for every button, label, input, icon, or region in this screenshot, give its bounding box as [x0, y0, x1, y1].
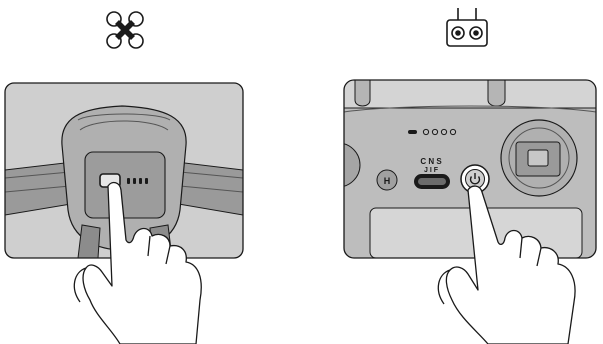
left-hand-pressing	[73, 181, 202, 344]
return-to-home-button[interactable]: H	[376, 169, 398, 191]
controller-battery-leds	[408, 128, 457, 136]
remote-controller-panel: C N S J I F H	[343, 79, 597, 259]
flight-mode-switch[interactable]	[414, 174, 450, 189]
aircraft-battery-leds	[127, 178, 148, 184]
svg-text:H: H	[384, 176, 391, 186]
power-symbol-icon	[469, 176, 481, 185]
right-hand-pressing	[437, 185, 576, 344]
controller-power-button[interactable]	[460, 164, 490, 194]
switch-label-bottom: J I F	[424, 167, 439, 174]
switch-label-top: C N S	[420, 157, 442, 166]
remote-controller-icon	[446, 8, 488, 47]
drone-icon	[106, 11, 144, 49]
